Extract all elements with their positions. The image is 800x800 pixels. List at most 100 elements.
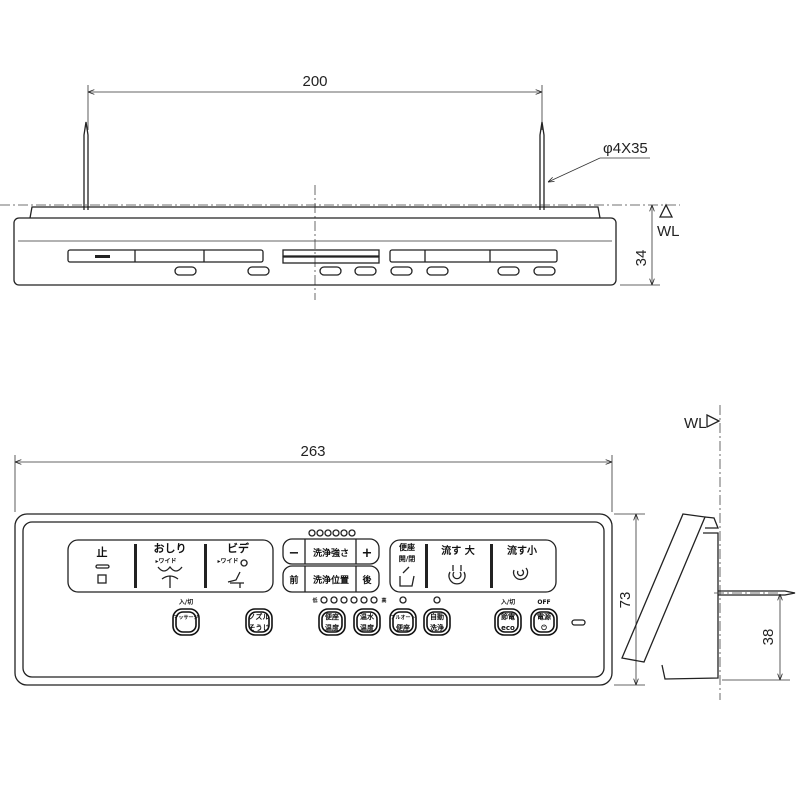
bidet-person-icon <box>227 559 248 588</box>
button-line1-label: ノズル <box>249 612 270 621</box>
button-line1-label: マッサージ <box>174 615 199 621</box>
stop-label: 止 <box>97 545 108 559</box>
top-view-buttons <box>174 266 556 276</box>
led-icon <box>95 564 110 569</box>
divider <box>425 544 428 588</box>
button-top-label: 入/切 <box>178 599 193 606</box>
flush-small-label: 流す小 <box>507 544 537 557</box>
dimension-263: 263 <box>300 443 325 460</box>
screw-right <box>539 121 545 210</box>
panel-outline <box>14 513 613 686</box>
side-wl-label: WL <box>684 415 707 432</box>
strength-plus-button[interactable]: + <box>362 546 373 561</box>
side-view: WL 38 <box>621 405 796 700</box>
button-body <box>533 611 555 633</box>
wl-triangle-icon <box>658 203 674 218</box>
button-line2-label: ⏻ <box>541 624 547 632</box>
dimension-38: 38 <box>760 629 777 646</box>
strength-control <box>282 538 380 565</box>
high-label: 高 <box>381 597 386 604</box>
power-button[interactable]: OFF 電源 ⏻ <box>530 599 558 636</box>
button-strip-center <box>282 249 380 257</box>
position-label: 洗浄位置 <box>313 574 349 586</box>
oshiri-button[interactable]: おしり ▸ワイド <box>154 542 187 588</box>
oshiri-wide-label: ▸ワイド <box>155 558 176 565</box>
button-line2-label: 便座 <box>396 623 410 632</box>
holder-side <box>661 516 719 680</box>
panel-body <box>13 217 617 286</box>
rear-spray-icon <box>157 565 183 588</box>
open-close-label: 開/閉 <box>399 554 416 563</box>
divider <box>490 544 493 588</box>
panel-back <box>29 206 601 219</box>
position-front-button[interactable]: 前 <box>289 574 298 586</box>
button-line1-label: 節電 <box>501 612 515 621</box>
button-top-label: 入/切 <box>500 599 515 606</box>
wl-label: WL <box>657 223 680 240</box>
panel-face <box>22 521 605 678</box>
screw-left <box>83 121 89 210</box>
button-line1-label: 温水 <box>360 612 375 621</box>
position-back-button[interactable]: 後 <box>362 574 372 586</box>
button-strip-center <box>282 256 380 264</box>
button-line2-label: 洗浄 <box>430 623 444 632</box>
button-body <box>248 611 270 633</box>
strength-label: 洗浄強さ <box>313 547 349 559</box>
dimension-73: 73 <box>617 592 634 609</box>
bidet-label: ビデ <box>227 541 250 555</box>
bidet-wide-label: ▸ワイド <box>217 558 238 565</box>
side-screw <box>718 590 796 596</box>
dimension-34: 34 <box>633 250 650 267</box>
fullauto-led <box>399 596 407 604</box>
button-line2-label: eco <box>501 624 515 632</box>
screw-spec: φ4X35 <box>603 140 648 157</box>
bidet-button[interactable]: ビデ ▸ワイド <box>217 541 250 588</box>
eco-button[interactable]: 入/切節電 eco <box>494 599 522 636</box>
temperature-leds <box>320 596 378 604</box>
flush-large-icon <box>448 565 466 585</box>
seat-open-close-button[interactable]: 便座 開/閉 <box>399 542 416 587</box>
square-icon <box>97 574 107 584</box>
flush-button-group <box>389 539 557 593</box>
flush-large-button[interactable]: 流す 大 <box>441 544 475 585</box>
stop-mark <box>95 255 110 258</box>
oshiri-label: おしり <box>154 542 187 555</box>
button-body <box>392 611 414 633</box>
flush-small-icon <box>512 567 529 581</box>
toilet-seat-icon <box>399 566 415 587</box>
panel-side <box>621 513 706 663</box>
button-line1-label: 自動 <box>430 612 444 621</box>
position-control <box>282 565 380 593</box>
divider <box>134 544 137 588</box>
button-top-label: OFF <box>537 599 550 606</box>
spray-button-group <box>67 539 274 593</box>
divider <box>204 544 207 588</box>
button-line2-label: 温度 <box>325 623 340 632</box>
dimension-200: 200 <box>302 73 327 90</box>
button-line1-label: 電源 <box>537 612 551 621</box>
button-line2-label: そうじ <box>249 623 270 632</box>
button-strip-right <box>389 249 558 263</box>
button-body <box>356 611 378 633</box>
seat-label: 便座 <box>399 542 415 552</box>
stop-button[interactable]: 止 <box>95 545 110 584</box>
strength-minus-button[interactable]: − <box>289 546 300 561</box>
top-view: 200 φ4X35 <box>0 73 680 300</box>
button-body <box>497 611 519 633</box>
wl-triangle-icon <box>706 413 721 429</box>
flush-large-label: 流す 大 <box>441 544 474 557</box>
autoflush-led <box>433 596 441 604</box>
flush-small-button[interactable]: 流す小 <box>507 544 537 581</box>
button-strip-left <box>67 249 264 263</box>
button-body <box>175 611 197 633</box>
button-line2-label: 温度 <box>360 623 375 632</box>
spray-indicator-leds <box>308 529 356 537</box>
button-line1-label: 便座 <box>325 612 339 621</box>
